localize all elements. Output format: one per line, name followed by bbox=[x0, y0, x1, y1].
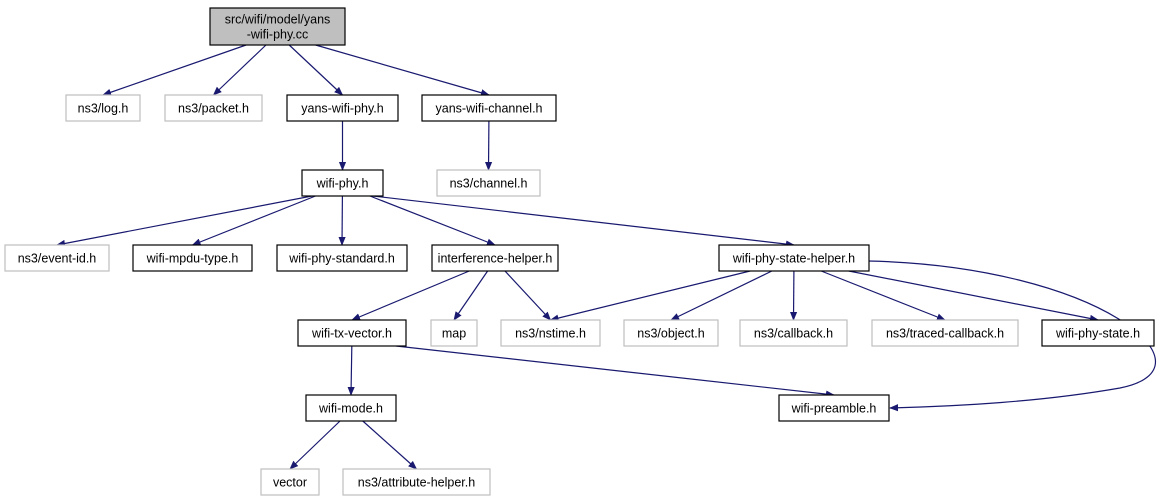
node-label: ns3/callback.h bbox=[754, 327, 833, 341]
node-box bbox=[305, 394, 397, 422]
node-state-helper[interactable]: wifi-phy-state-helper.h bbox=[718, 244, 870, 272]
node-label: wifi-mode.h bbox=[318, 402, 383, 416]
node-label: yans-wifi-phy.h bbox=[301, 102, 383, 116]
edge-wifi-phy-to-mpdu-type bbox=[191, 195, 316, 246]
edge-state-helper-to-nstime bbox=[549, 270, 751, 322]
node-phy-standard[interactable]: wifi-phy-standard.h bbox=[276, 244, 408, 272]
edge-tx-vector-to-preamble bbox=[395, 345, 835, 398]
node-box bbox=[4, 244, 110, 272]
edge-interference-to-tx-vector bbox=[351, 270, 470, 321]
node-object: ns3/object.h bbox=[623, 319, 719, 347]
node-label: src/wifi/model/yans bbox=[225, 13, 331, 27]
node-box bbox=[301, 169, 384, 197]
node-box bbox=[871, 319, 1019, 347]
node-box bbox=[436, 169, 541, 197]
node-interference[interactable]: interference-helper.h bbox=[431, 244, 559, 272]
node-label: ns3/log.h bbox=[78, 102, 129, 116]
node-callback: ns3/callback.h bbox=[739, 319, 848, 347]
edges-layer bbox=[56, 44, 1156, 470]
edge-wifi-mode-to-attribute-helper bbox=[362, 420, 418, 470]
node-box bbox=[286, 94, 399, 122]
node-label: ns3/object.h bbox=[637, 327, 704, 341]
node-label: -wifi-phy.cc bbox=[247, 28, 309, 42]
edge-wifi-phy-to-interference bbox=[369, 195, 496, 246]
node-map: map bbox=[430, 319, 478, 347]
node-label: wifi-phy-state.h bbox=[1055, 327, 1140, 341]
nodes-layer: src/wifi/model/yans-wifi-phy.cc ns3/log.h… bbox=[4, 7, 1155, 496]
node-nstime: ns3/nstime.h bbox=[500, 319, 601, 347]
node-label: ns3/traced-callback.h bbox=[886, 327, 1004, 341]
edge-wifi-mode-to-vector bbox=[289, 420, 341, 470]
edge-state-helper-to-traced-callback bbox=[820, 270, 946, 321]
node-label: interference-helper.h bbox=[438, 252, 553, 266]
node-phy-state[interactable]: wifi-phy-state.h bbox=[1041, 319, 1155, 347]
node-log: ns3/log.h bbox=[65, 94, 141, 122]
node-tx-vector[interactable]: wifi-tx-vector.h bbox=[297, 319, 407, 347]
node-label: wifi-phy-state-helper.h bbox=[732, 252, 855, 266]
edge-state-helper-to-object bbox=[670, 270, 773, 321]
node-label: ns3/nstime.h bbox=[515, 327, 586, 341]
edge-root-to-packet bbox=[212, 44, 267, 96]
node-label: ns3/channel.h bbox=[450, 177, 528, 191]
node-vector: vector bbox=[260, 468, 320, 496]
node-box bbox=[421, 94, 557, 122]
edge-root-to-yans-phy bbox=[288, 44, 344, 96]
edge-tx-vector-to-wifi-mode bbox=[347, 345, 355, 396]
node-box bbox=[431, 244, 559, 272]
edge-root-to-yans-channel bbox=[315, 44, 490, 97]
node-label: wifi-tx-vector.h bbox=[311, 327, 392, 341]
node-box bbox=[276, 244, 408, 272]
node-box bbox=[65, 94, 141, 122]
edge-wifi-phy-to-event-id bbox=[56, 195, 313, 248]
edge-state-helper-to-phy-state bbox=[848, 270, 1099, 322]
node-yans-channel[interactable]: yans-wifi-channel.h bbox=[421, 94, 557, 122]
edge-interference-to-map bbox=[453, 270, 489, 321]
node-box bbox=[342, 468, 491, 496]
node-traced-callback: ns3/traced-callback.h bbox=[871, 319, 1019, 347]
node-channel: ns3/channel.h bbox=[436, 169, 541, 197]
node-label: wifi-phy-standard.h bbox=[288, 252, 395, 266]
edge-state-helper-to-preamble bbox=[867, 260, 1156, 412]
node-box bbox=[132, 244, 253, 272]
node-box bbox=[623, 319, 719, 347]
node-attribute-helper: ns3/attribute-helper.h bbox=[342, 468, 491, 496]
edge-interference-to-nstime bbox=[504, 270, 552, 321]
node-label: ns3/packet.h bbox=[178, 102, 249, 116]
node-box bbox=[739, 319, 848, 347]
node-root[interactable]: src/wifi/model/yans-wifi-phy.cc bbox=[209, 7, 346, 46]
edge-wifi-phy-to-state-helper bbox=[372, 195, 795, 248]
node-label: yans-wifi-channel.h bbox=[436, 102, 543, 116]
node-box bbox=[297, 319, 407, 347]
node-mpdu-type[interactable]: wifi-mpdu-type.h bbox=[132, 244, 253, 272]
node-box bbox=[209, 7, 346, 46]
node-box bbox=[718, 244, 870, 272]
node-box bbox=[500, 319, 601, 347]
node-box bbox=[260, 468, 320, 496]
node-packet: ns3/packet.h bbox=[164, 94, 263, 122]
node-label: map bbox=[442, 327, 466, 341]
node-box bbox=[778, 394, 890, 422]
node-wifi-phy[interactable]: wifi-phy.h bbox=[301, 169, 384, 197]
node-label: ns3/attribute-helper.h bbox=[358, 476, 475, 490]
node-box bbox=[1041, 319, 1155, 347]
node-box bbox=[430, 319, 478, 347]
node-label: vector bbox=[273, 476, 307, 490]
node-label: wifi-phy.h bbox=[316, 177, 369, 191]
node-yans-phy[interactable]: yans-wifi-phy.h bbox=[286, 94, 399, 122]
node-preamble[interactable]: wifi-preamble.h bbox=[778, 394, 890, 422]
edge-root-to-log bbox=[102, 44, 247, 96]
node-box bbox=[164, 94, 263, 122]
node-event-id: ns3/event-id.h bbox=[4, 244, 110, 272]
node-label: ns3/event-id.h bbox=[18, 252, 97, 266]
node-wifi-mode[interactable]: wifi-mode.h bbox=[305, 394, 397, 422]
node-label: wifi-preamble.h bbox=[791, 402, 877, 416]
node-label: wifi-mpdu-type.h bbox=[146, 252, 239, 266]
